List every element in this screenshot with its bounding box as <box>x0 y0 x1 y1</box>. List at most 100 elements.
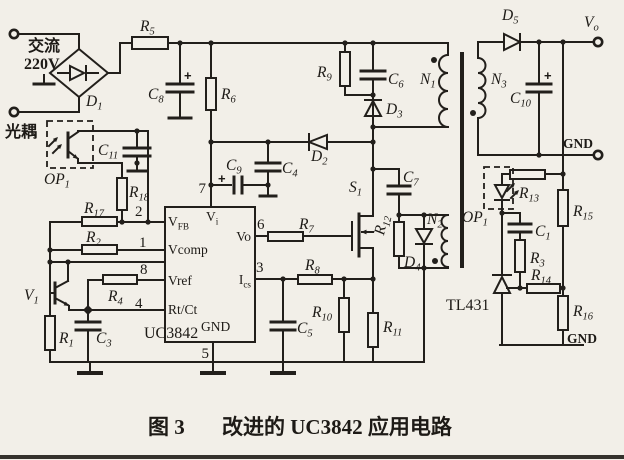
scan-bottom-border <box>0 455 624 459</box>
r1-label: R1 <box>58 330 74 350</box>
cap-c8: + C8 <box>148 42 195 120</box>
c11-label: C11 <box>98 142 118 162</box>
caption-prefix: 图 3 <box>148 415 185 439</box>
resistor-r4 <box>102 274 138 285</box>
r17-label: R17 <box>83 200 105 220</box>
c9-label: C9 <box>226 157 242 177</box>
uc3842-body <box>164 206 256 343</box>
pin-gnd-label: GND <box>201 319 230 334</box>
r6-label: R6 <box>220 86 236 106</box>
figure-caption: 图 3 改进的 UC3842 应用电路 <box>148 415 453 439</box>
diode-d2: D2 <box>210 133 374 168</box>
tl431-regulator: TL431 GND <box>446 274 597 346</box>
c3-label: C3 <box>96 330 112 350</box>
ac-label: 交流 <box>28 36 60 55</box>
c8-plus: + <box>184 68 192 83</box>
resistor-r15 <box>557 189 569 227</box>
resistor-r5 <box>131 36 169 50</box>
d5-label: D5 <box>501 7 518 27</box>
mosfet-s1: S1 <box>349 94 374 314</box>
uc3842-name: UC3842 <box>144 325 198 342</box>
n3-polarity-dot <box>470 110 476 116</box>
ac-voltage-label: 220V <box>24 56 60 73</box>
res-r6-vcc: R6 <box>205 42 236 208</box>
d4-label: D4 <box>403 254 421 274</box>
d3-label: D3 <box>385 101 402 121</box>
pin3-number: 3 <box>256 260 264 276</box>
r8-label: R8 <box>304 257 320 277</box>
n2-label: N2 <box>426 211 443 231</box>
c10-plus: + <box>544 68 552 83</box>
r12-label: R12 <box>371 213 395 238</box>
pin-vi-label: Vi <box>206 209 219 227</box>
resistor-r7 <box>267 231 304 242</box>
gate-drive-r7: R7 6 <box>254 216 353 242</box>
r10-label: R10 <box>311 304 333 324</box>
optocoupler-receiver-box <box>46 120 94 169</box>
pin7-number: 7 <box>199 181 207 197</box>
cap-c4: C4 <box>254 141 298 198</box>
d2-label: D2 <box>310 148 328 168</box>
r7-label: R7 <box>298 216 314 236</box>
pin8-number: 8 <box>140 262 148 278</box>
ics-network: 3 R8 C5 R10 R11 <box>254 257 402 363</box>
resistor-r1 <box>44 315 56 351</box>
bridge-rectifier-d1: D1 <box>48 33 133 113</box>
s1-label: S1 <box>349 179 362 199</box>
pin4-number: 4 <box>135 296 143 312</box>
opto-led-branch: R13 OP1 <box>462 166 564 276</box>
pin-vref-label: Vref <box>168 273 192 288</box>
r15-label: R15 <box>572 203 593 223</box>
op1-left-label: OP1 <box>44 171 70 191</box>
pin1-number: 1 <box>139 235 147 251</box>
winding-n3: N3 <box>470 41 507 156</box>
n1-polarity-dot <box>431 57 437 63</box>
resistor-r6 <box>205 77 217 111</box>
resistor-r3 <box>514 239 526 273</box>
snubber-r9-c6-d3: R9 C6 D3 <box>316 42 404 128</box>
c6-label: C6 <box>388 71 404 91</box>
r2-label: R2 <box>85 229 101 249</box>
d1-label: D1 <box>85 93 102 113</box>
gnd-terminal <box>592 149 604 161</box>
vo-terminal <box>592 36 604 48</box>
ac-input: 交流 220V <box>8 28 80 118</box>
ac-terminal-bottom <box>8 106 20 118</box>
r13-label: R13 <box>518 185 539 205</box>
pin-rtct-label: Rt/Ct <box>168 302 198 317</box>
c7-label: C7 <box>403 169 419 189</box>
gnd-right-label: GND <box>563 136 593 151</box>
winding-n2: N2 <box>426 211 450 269</box>
uc3842-ic: Vi VFB Vcomp Vref Rt/Ct Vo Ics GND UC384… <box>144 181 256 363</box>
resistor-r10 <box>338 297 350 333</box>
rtct-network: 8 R4 4 C3 R1 <box>44 262 166 363</box>
n3-label: N3 <box>490 71 507 91</box>
opto-cn-label: 光耦 <box>4 122 37 141</box>
resistor-r9 <box>339 51 351 87</box>
r11-label: R11 <box>382 319 402 339</box>
resistor-r13 <box>509 169 546 180</box>
r3-label: R3 <box>529 250 545 270</box>
cap-c11: C11 <box>98 130 152 173</box>
caption-text: 改进的 UC3842 应用电路 <box>222 415 453 439</box>
n1-label: N1 <box>419 71 436 91</box>
pin2-number: 2 <box>135 204 143 220</box>
pin-vcomp-label: Vcomp <box>168 242 208 257</box>
pin-vfb-label: VFB <box>168 214 189 232</box>
pin6-number: 6 <box>257 217 265 233</box>
pin-vo-label: Vo <box>236 229 251 244</box>
r5-label: R5 <box>139 18 155 38</box>
n2-polarity-dot <box>432 258 438 264</box>
resistor-r18 <box>116 177 128 211</box>
v1-transistor: V1 <box>24 261 89 311</box>
r4-label: R4 <box>107 288 123 308</box>
tl431-label: TL431 <box>446 297 490 314</box>
c9-plus: + <box>218 171 226 186</box>
pin5-number: 5 <box>202 346 210 362</box>
gnd-bottom-right-label: GND <box>567 331 597 346</box>
c5-label: C5 <box>297 320 313 340</box>
op1-right-label: OP1 <box>462 209 488 229</box>
junction-dots <box>47 39 566 291</box>
